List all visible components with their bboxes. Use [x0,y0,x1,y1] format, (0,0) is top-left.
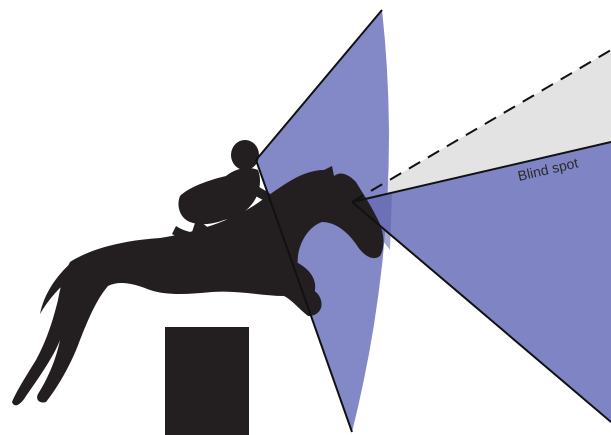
jump-fence-block [165,327,249,435]
rider-helmet [231,140,259,170]
